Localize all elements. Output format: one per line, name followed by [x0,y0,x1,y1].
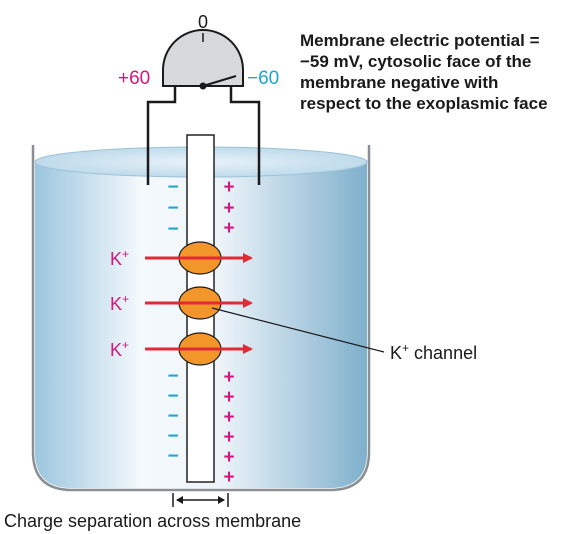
negative-charge-sign: − [167,177,178,198]
ion-flows: K+ K+ K+ [110,241,253,366]
right-electrode-wire [229,82,261,185]
channel-leader-line [211,307,385,353]
negative-charge-sign: − [167,198,178,219]
positive-charge-sign: + [223,367,234,388]
beaker-outline [31,145,371,492]
k-ion-label: K+ [110,292,129,314]
k-ion-flow: K+ [110,286,253,320]
positive-charge-sign: + [223,387,234,408]
k-ion-label: K+ [110,247,129,269]
caption-line: −59 mV, cytosolic face of the [300,52,532,71]
k-ion-flow: K+ [110,332,253,366]
voltmeter-plus-label: +60 [118,68,150,89]
channel-label: K+ channel [390,341,477,363]
caption-line: Membrane electric potential = [300,31,540,50]
bottom-caption: Charge separation across membrane [4,511,302,531]
negative-charge-sign: − [167,406,178,427]
voltmeter-needle [202,75,237,87]
left-electrode-wire [146,82,177,185]
negative-charge-sign: − [167,386,178,407]
voltmeter-minus-label: −60 [247,68,279,89]
voltmeter-body [162,29,244,87]
voltmeter: 0 +60 −60 [118,12,279,90]
negative-charge-sign: − [167,219,178,240]
positive-charge-sign: + [223,177,234,198]
voltmeter-zero-label: 0 [198,12,208,32]
negative-charge-sign: − [167,446,178,467]
caption-line: membrane negative with [300,73,499,92]
potential-caption: Membrane electric potential = −59 mV, cy… [300,30,578,114]
k-ion-flow: K+ [110,241,253,275]
positive-charge-sign: + [223,427,234,448]
negative-charge-sign: − [167,366,178,387]
separation-dimension [172,493,229,507]
negative-charge-sign: − [167,426,178,447]
positive-charge-sign: + [223,447,234,468]
negative-charges: −−−−−−−− [167,177,178,467]
positive-charges: +++++++++ [223,177,234,488]
positive-charge-sign: + [223,198,234,219]
k-ion-label: K+ [110,338,129,360]
positive-charge-sign: + [223,407,234,428]
positive-charge-sign: + [223,218,234,239]
caption-line: respect to the exoplasmic face [300,94,548,113]
voltmeter-pivot [199,82,207,90]
positive-charge-sign: + [223,467,234,488]
